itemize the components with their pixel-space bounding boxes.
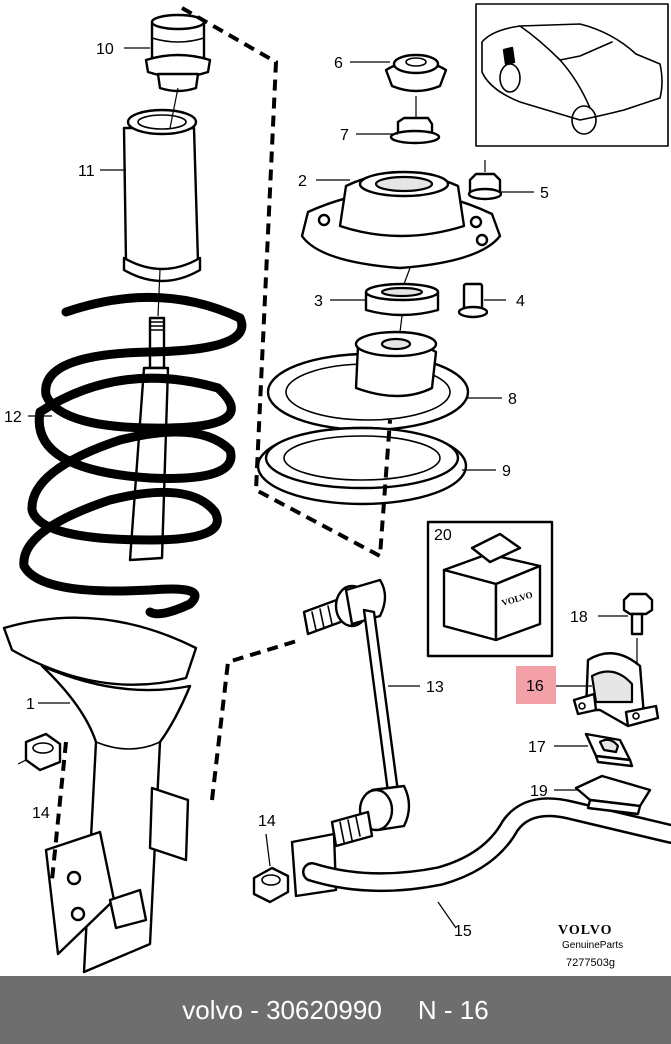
strut-body-1 bbox=[2, 616, 198, 974]
callout-5: 5 bbox=[540, 185, 549, 202]
coil-spring-12 bbox=[19, 292, 247, 619]
callout-14-left: 14 bbox=[32, 805, 50, 822]
assembly-dash-upper bbox=[181, 6, 392, 560]
spring-seat-9 bbox=[256, 426, 468, 506]
strut-mount-2 bbox=[300, 170, 502, 270]
callout-16-highlight bbox=[516, 666, 556, 704]
bump-stop-10 bbox=[144, 13, 212, 93]
callout-7: 7 bbox=[340, 127, 349, 144]
clamp-plate-19 bbox=[574, 774, 652, 816]
footer-item: N - 16 bbox=[417, 994, 489, 1025]
nut-14-right bbox=[252, 866, 290, 904]
callout-4: 4 bbox=[516, 293, 525, 310]
callout-1: 1 bbox=[26, 696, 35, 713]
callout-15: 15 bbox=[454, 923, 472, 940]
dust-boot-11 bbox=[122, 108, 202, 283]
callout-12: 12 bbox=[4, 409, 22, 426]
callout-8: 8 bbox=[508, 391, 517, 408]
mount-cap-6 bbox=[384, 53, 448, 93]
stabilizer-bar-15 bbox=[290, 797, 671, 898]
nut-14-left bbox=[24, 732, 62, 772]
callout-11: 11 bbox=[78, 163, 95, 180]
diagram-code: 7277503g bbox=[566, 957, 615, 969]
nut-7 bbox=[389, 116, 441, 145]
callout-10: 10 bbox=[96, 41, 114, 58]
callout-19: 19 bbox=[530, 783, 548, 800]
callout-18: 18 bbox=[570, 609, 588, 626]
volvo-logo: VOLVO bbox=[558, 923, 613, 938]
bushing-17 bbox=[584, 732, 634, 768]
bearing-3 bbox=[364, 282, 440, 317]
exploded-parts-diagram: VOLVO 10 11 12 1 14 6 7 2 5 3 4 8 9 20 1… bbox=[2, 3, 671, 974]
bolt-4 bbox=[457, 282, 489, 319]
footer-brand: volvo bbox=[182, 994, 243, 1025]
callout-17: 17 bbox=[528, 739, 546, 756]
spring-seat-8 bbox=[266, 330, 470, 432]
genuine-parts-label: GenuineParts bbox=[562, 940, 623, 951]
nut-5 bbox=[467, 160, 503, 201]
bolt-18 bbox=[622, 592, 654, 690]
callout-6: 6 bbox=[334, 55, 343, 72]
kit-box-20: VOLVO bbox=[426, 520, 554, 658]
callout-14-right: 14 bbox=[258, 813, 276, 830]
callout-13: 13 bbox=[426, 679, 444, 696]
callout-2: 2 bbox=[298, 173, 307, 190]
assembly-dash-left bbox=[50, 741, 68, 881]
callout-16: 16 bbox=[526, 678, 544, 695]
callout-3: 3 bbox=[314, 293, 323, 310]
part-footer-bar: volvo - 30620990 N - 16 bbox=[0, 976, 671, 1044]
stabilizer-bushing-bracket-16 bbox=[572, 652, 660, 728]
callout-9: 9 bbox=[502, 463, 511, 480]
callout-20: 20 bbox=[434, 527, 452, 544]
assembly-dash-lower bbox=[210, 638, 301, 801]
footer-part-number: 30620990 bbox=[266, 994, 382, 1025]
vehicle-inset bbox=[475, 3, 669, 147]
stabilizer-link-13 bbox=[302, 578, 411, 848]
footer-separator: - bbox=[242, 994, 267, 1025]
